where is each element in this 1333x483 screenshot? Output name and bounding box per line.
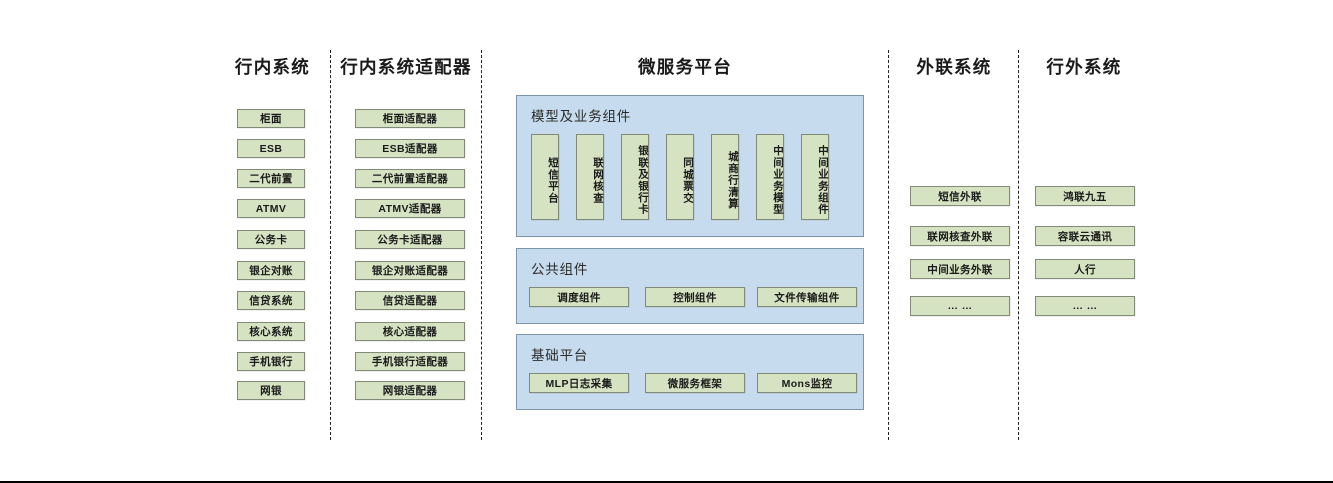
column-title-microservice-platform: 微服务平台 — [638, 57, 732, 77]
node-external-link-system[interactable]: 中间业务外联 — [910, 259, 1010, 279]
node-external-link-system[interactable]: 短信外联 — [910, 186, 1010, 206]
node-inhouse-system[interactable]: 二代前置 — [237, 169, 305, 188]
node-inhouse-adapter[interactable]: ESB适配器 — [355, 139, 465, 158]
node-external-link-system[interactable]: … … — [910, 296, 1010, 316]
column-title-outside-bank-systems: 行外系统 — [1046, 57, 1122, 77]
column-separator-3 — [888, 50, 889, 440]
panel-public-components: 公共组件 — [516, 248, 864, 324]
node-inhouse-adapter[interactable]: 柜面适配器 — [355, 109, 465, 128]
panel-title-model-business-components: 模型及业务组件 — [531, 109, 632, 124]
node-public-component[interactable]: 控制组件 — [645, 287, 745, 307]
node-inhouse-system[interactable]: 核心系统 — [237, 322, 305, 341]
node-inhouse-system[interactable]: 信贷系统 — [237, 291, 305, 310]
node-outside-bank-system[interactable]: … … — [1035, 296, 1135, 316]
node-base-platform-component[interactable]: 微服务框架 — [645, 373, 745, 393]
node-inhouse-adapter[interactable]: 信贷适配器 — [355, 291, 465, 310]
node-inhouse-adapter[interactable]: 手机银行适配器 — [355, 352, 465, 371]
panel-title-base-platform: 基础平台 — [531, 348, 589, 363]
node-inhouse-system[interactable]: 公务卡 — [237, 230, 305, 249]
node-public-component[interactable]: 文件传输组件 — [757, 287, 857, 307]
node-inhouse-adapter[interactable]: 核心适配器 — [355, 322, 465, 341]
node-external-link-system[interactable]: 联网核查外联 — [910, 226, 1010, 246]
node-model-component[interactable]: 联网核查 — [576, 134, 604, 220]
node-model-component[interactable]: 中间业务模型 — [756, 134, 784, 220]
column-separator-1 — [330, 50, 331, 440]
node-model-component[interactable]: 中间业务组件 — [801, 134, 829, 220]
column-title-external-link-systems: 外联系统 — [916, 57, 992, 77]
node-inhouse-system[interactable]: 柜面 — [237, 109, 305, 128]
node-inhouse-system[interactable]: 网银 — [237, 381, 305, 400]
column-title-inhouse-adapters: 行内系统适配器 — [340, 57, 472, 77]
node-inhouse-system[interactable]: ATMV — [237, 199, 305, 218]
column-title-inhouse-systems: 行内系统 — [234, 57, 311, 77]
node-public-component[interactable]: 调度组件 — [529, 287, 629, 307]
node-inhouse-adapter[interactable]: 公务卡适配器 — [355, 230, 465, 249]
node-base-platform-component[interactable]: MLP日志采集 — [529, 373, 629, 393]
node-inhouse-adapter[interactable]: 银企对账适配器 — [355, 261, 465, 280]
column-separator-4 — [1018, 50, 1019, 440]
node-model-component[interactable]: 城商行清算 — [711, 134, 739, 220]
column-separator-2 — [481, 50, 482, 440]
node-model-component[interactable]: 银联及银行卡 — [621, 134, 649, 220]
node-base-platform-component[interactable]: Mons监控 — [757, 373, 857, 393]
panel-base-platform: 基础平台 — [516, 334, 864, 410]
node-inhouse-system[interactable]: ESB — [237, 139, 305, 158]
node-outside-bank-system[interactable]: 容联云通讯 — [1035, 226, 1135, 246]
node-inhouse-system[interactable]: 银企对账 — [237, 261, 305, 280]
node-inhouse-adapter[interactable]: ATMV适配器 — [355, 199, 465, 218]
node-inhouse-system[interactable]: 手机银行 — [237, 352, 305, 371]
node-inhouse-adapter[interactable]: 二代前置适配器 — [355, 169, 465, 188]
node-outside-bank-system[interactable]: 鸿联九五 — [1035, 186, 1135, 206]
node-model-component[interactable]: 短信平台 — [531, 134, 559, 220]
node-inhouse-adapter[interactable]: 网银适配器 — [355, 381, 465, 400]
node-model-component[interactable]: 同城票交 — [666, 134, 694, 220]
node-outside-bank-system[interactable]: 人行 — [1035, 259, 1135, 279]
panel-title-public-components: 公共组件 — [531, 262, 589, 277]
